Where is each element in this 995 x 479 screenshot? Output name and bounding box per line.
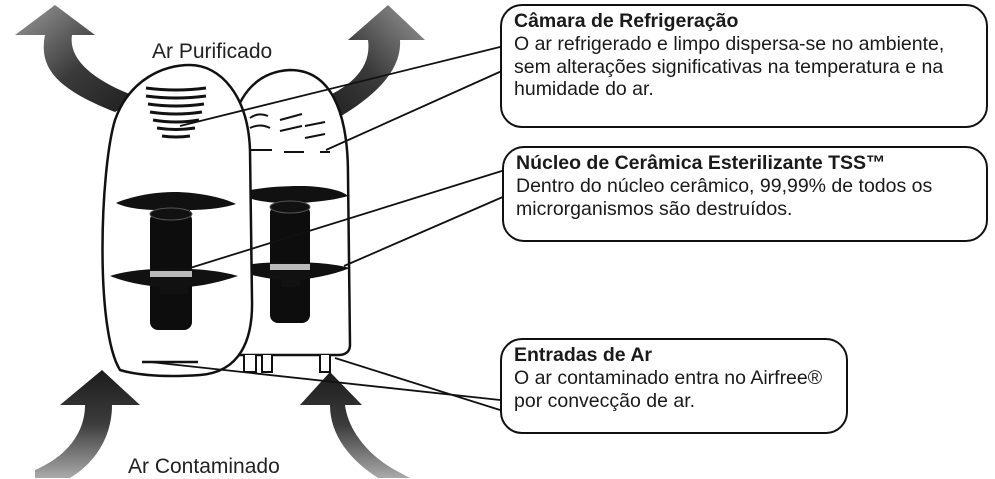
leader-lines	[149, 45, 506, 411]
front-ceramic-core	[110, 192, 238, 330]
contaminated-air-arrow-right	[300, 372, 410, 478]
purified-air-label: Ar Purificado	[152, 40, 273, 63]
back-vent-lines-icon	[249, 113, 330, 153]
callout-air-inlets-body: O ar contaminado entra no Airfree® por c…	[514, 367, 823, 412]
contaminated-air-arrow-left	[35, 370, 140, 478]
callout-ceramic-core-title: Núcleo de Cerâmica Esterilizante TSS™	[516, 152, 886, 174]
purified-air-arrow-right	[318, 5, 425, 118]
callout-ceramic-core: Núcleo de Cerâmica Esterilizante TSS™ De…	[502, 146, 988, 242]
callout-cooling-chamber-body: O ar refrigerado e limpo dispersa-se no …	[514, 33, 945, 100]
purified-air-arrow-left	[15, 5, 140, 112]
callout-cooling-chamber: Câmara de Refrigeração O ar refrigerado …	[500, 4, 988, 128]
callout-air-inlets-title: Entradas de Ar	[514, 344, 652, 366]
airfree-unit-front	[101, 63, 254, 378]
front-vent-grille-icon	[145, 86, 207, 139]
callout-air-inlets: Entradas de Ar O ar contaminado entra no…	[500, 338, 848, 434]
contaminated-air-label: Ar Contaminado	[128, 455, 280, 478]
callout-cooling-chamber-title: Câmara de Refrigeração	[514, 10, 739, 32]
callout-ceramic-core-body: Dentro do núcleo cerâmico, 99,99% de tod…	[516, 175, 933, 220]
